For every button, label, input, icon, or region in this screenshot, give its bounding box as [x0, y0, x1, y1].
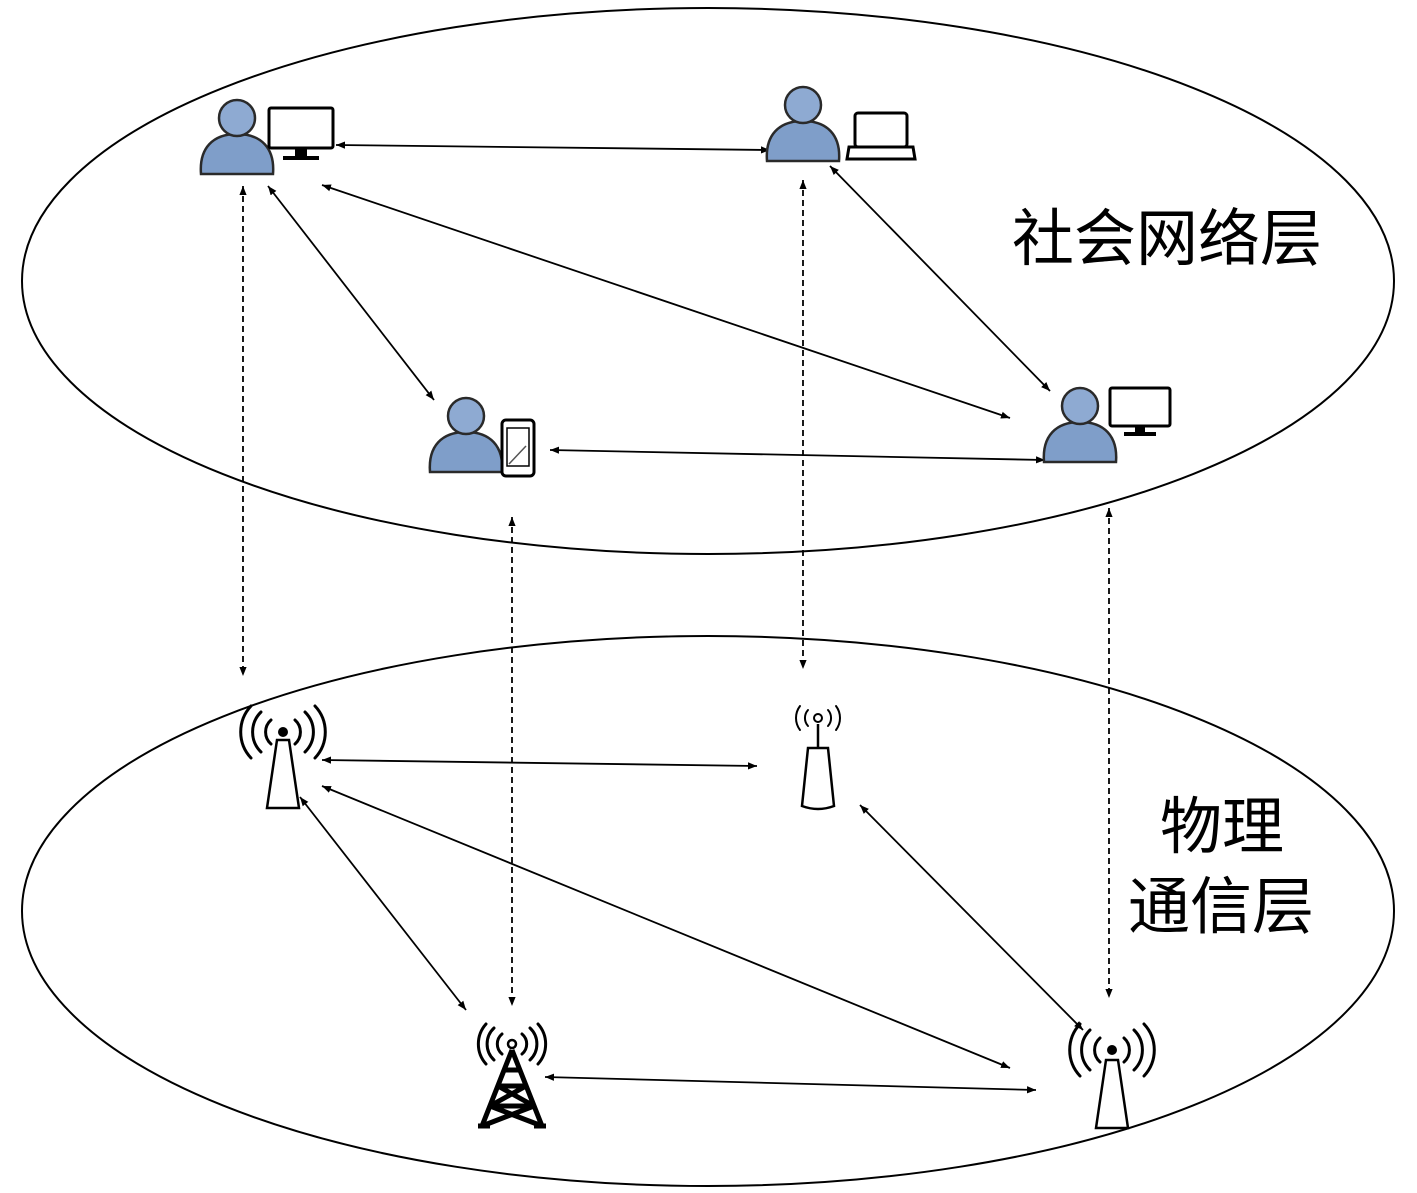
node-user-phone	[428, 396, 536, 478]
physical-link-base-station-1-base-station-2	[321, 785, 1011, 1069]
social-link-user-laptop-user-desktop-2	[829, 165, 1051, 392]
social-link-user-desktop-1-user-desktop-2	[321, 184, 1011, 419]
laptop-icon	[845, 111, 917, 161]
node-user-laptop	[765, 85, 917, 163]
user-icon	[199, 98, 275, 176]
node-cell-tower	[476, 1022, 548, 1129]
user-icon	[428, 396, 504, 474]
node-user-desktop-2	[1042, 386, 1172, 464]
user-icon	[1042, 386, 1118, 464]
broadcast-antenna-icon	[1068, 1022, 1156, 1130]
social-link-user-desktop-1-user-phone	[267, 185, 435, 401]
node-user-desktop-1	[199, 98, 335, 176]
monitor-icon	[267, 106, 335, 160]
smartphone-icon	[500, 418, 536, 478]
social-layer-ellipse	[21, 7, 1395, 555]
node-router	[795, 705, 841, 811]
broadcast-antenna-icon	[239, 704, 327, 810]
edges-group	[239, 141, 1113, 1094]
user-icon	[765, 85, 841, 163]
physical-layer-label-line1: 物理	[1160, 790, 1284, 863]
physical-link-base-station-1-router	[321, 756, 758, 770]
physical-link-router-base-station-2	[859, 804, 1084, 1031]
node-base-station-2	[1068, 1022, 1156, 1130]
monitor-icon	[1108, 386, 1172, 436]
wifi-router-icon	[795, 705, 841, 811]
physical-layer-ellipse	[21, 635, 1395, 1187]
physical-link-base-station-1-cell-tower	[299, 796, 467, 1011]
physical-link-cell-tower-base-station-2	[544, 1073, 1037, 1094]
social-layer-label: 社会网络层	[1012, 202, 1322, 275]
social-link-user-phone-user-desktop-2	[549, 446, 1046, 464]
physical-layer-label-line2: 通信层	[1128, 870, 1314, 943]
social-link-user-desktop-1-user-laptop	[335, 141, 771, 154]
node-base-station-1	[239, 704, 327, 810]
cell-tower-icon	[476, 1022, 548, 1129]
